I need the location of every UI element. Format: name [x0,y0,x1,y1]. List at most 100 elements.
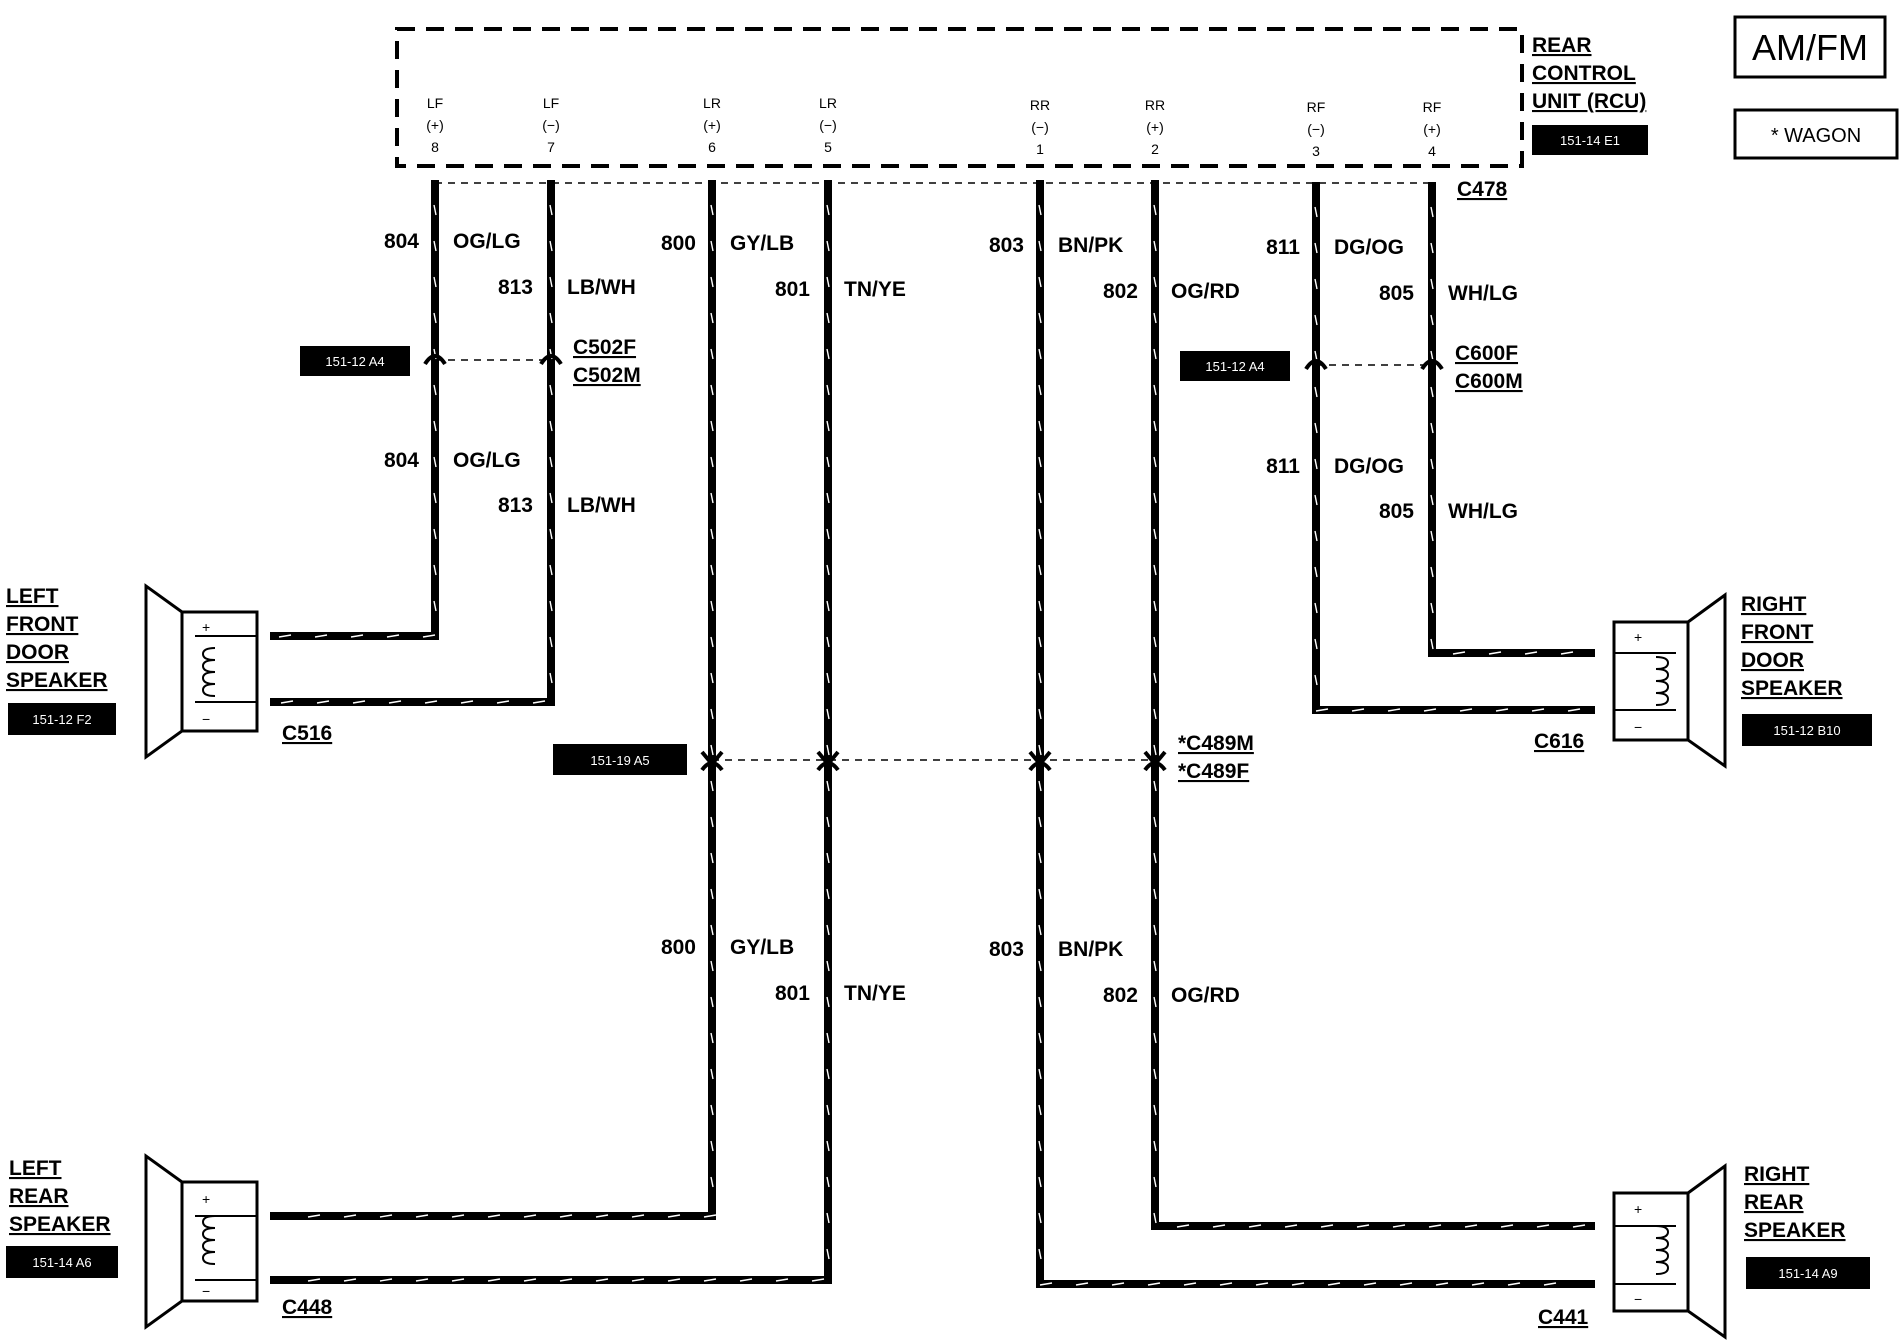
wire-tick [710,564,714,576]
wire-tick [826,492,830,504]
wire-tick [1284,1224,1298,1228]
title-box [1733,15,1887,79]
wire-tick [1153,888,1157,900]
wire-tick [1176,1224,1190,1228]
wire-num-813-upper: 813 [498,276,533,299]
wire-tick [631,1278,645,1282]
wire-tick [549,276,553,288]
wire-tick [1153,672,1157,684]
wire-tick [1153,816,1157,828]
wire-tick [703,1278,717,1282]
wire-tick [826,672,830,684]
rcu-pins: LF (+) 8 LF (−) 7 LR (+) 6 LR (−) 5 RR (… [426,95,1441,159]
wire-tick [343,1278,357,1282]
wire-tick [826,348,830,360]
wire-tick [1153,1032,1157,1044]
wire-tick [352,700,366,704]
wire-num-803-lower: 803 [989,938,1024,961]
c600-ref: 151-12 A4 [1205,359,1264,374]
wire-tick [1038,780,1042,792]
c489-pin-803 [1028,750,1052,772]
pin-number-8: 8 [431,139,439,155]
pin-polarity-2: (+) [1146,119,1164,135]
wire-tick [826,744,830,756]
wire-tick [1314,206,1318,218]
wire-tick [1430,458,1434,470]
wire-tick [451,1214,465,1218]
wire-tick [811,1278,825,1282]
lf-speaker-leads [195,635,257,703]
wire-tick [739,1278,753,1282]
lf-speaker-cone [144,583,184,760]
wire-tick [1314,566,1318,578]
wire-tick [1153,1068,1157,1080]
wire-tick [710,528,714,540]
wire-tick [433,384,437,396]
wire-tick [826,852,830,864]
wire-tick [1038,672,1042,684]
wire-color-802-upper: OG/RD [1171,280,1240,303]
rr-speaker-minus: − [1634,1291,1642,1307]
wire-labels-lower: 800 GY/LB 801 TN/YE 803 BN/PK 802 OG/RD [661,936,1240,1007]
wire-tick [1320,1224,1334,1228]
right-rear-speaker: + − RIGHT REAR SPEAKER 151-14 A9 C441 [1538,1163,1870,1340]
rf-speaker-leads [1614,652,1676,711]
wire-tick [1038,708,1042,720]
wire-tick [1531,708,1545,712]
wire-tick [1464,1224,1478,1228]
connector-c489m: *C489M [1178,732,1254,755]
connector-c600m: C600M [1455,370,1523,393]
c600-pin-811 [1304,359,1328,371]
wire-tick [1038,456,1042,468]
lr-label-2: REAR [9,1185,69,1208]
wire-tick [1038,348,1042,360]
wire-tick [710,708,714,720]
c502-pin-804 [423,354,447,366]
lf-speaker-plus: + [202,619,210,635]
c502-ref-tag [300,346,410,376]
c489-ref: 151-19 A5 [590,753,649,768]
rr-speaker-leads [1614,1225,1676,1285]
wire-tick [1183,1282,1197,1286]
wire-color-800-lower: GY/LB [730,936,794,959]
wire-tick [826,1104,830,1116]
wire-tick [1392,1224,1406,1228]
wire-tick [523,1278,537,1282]
wire-tick [532,700,546,704]
wires [270,180,1595,1288]
wire-tick [710,240,714,252]
wire-tick [415,1214,429,1218]
wire-tick [710,492,714,504]
wire-tick [826,420,830,432]
pin-circuit-8: LF [427,95,443,111]
wire-tick [710,600,714,612]
wire-tick [1153,276,1157,288]
rf-speaker-plus: + [1634,629,1642,645]
wire-tick [1356,1224,1370,1228]
wire-tick [1314,530,1318,542]
rf-speaker-coil [1655,656,1670,706]
wire-tick [710,384,714,396]
wire-tick [1423,708,1437,712]
wire-tick [1314,278,1318,290]
pin-number-1: 1 [1036,141,1044,157]
rf-label-1: RIGHT [1741,593,1807,616]
wire-tick [549,420,553,432]
wire-tick [1459,708,1473,712]
wire-tick [1363,1282,1377,1286]
lf-label-4: SPEAKER [6,669,108,692]
wire-tick [710,636,714,648]
wire-tick [1153,312,1157,324]
wire-tick [703,1214,717,1218]
wire-tick [1314,638,1318,650]
wire-tick [667,1214,681,1218]
wire-color-813-lower: LB/WH [567,494,636,517]
wire-tick [433,456,437,468]
lr-speaker-cone [144,1153,184,1330]
wire-tick [379,1278,393,1282]
wire-tick [1153,852,1157,864]
wire-tick [710,1032,714,1044]
rcu-name-line1: REAR [1532,34,1592,57]
connector-c448: C448 [282,1296,333,1319]
wire-tick [1153,1140,1157,1152]
